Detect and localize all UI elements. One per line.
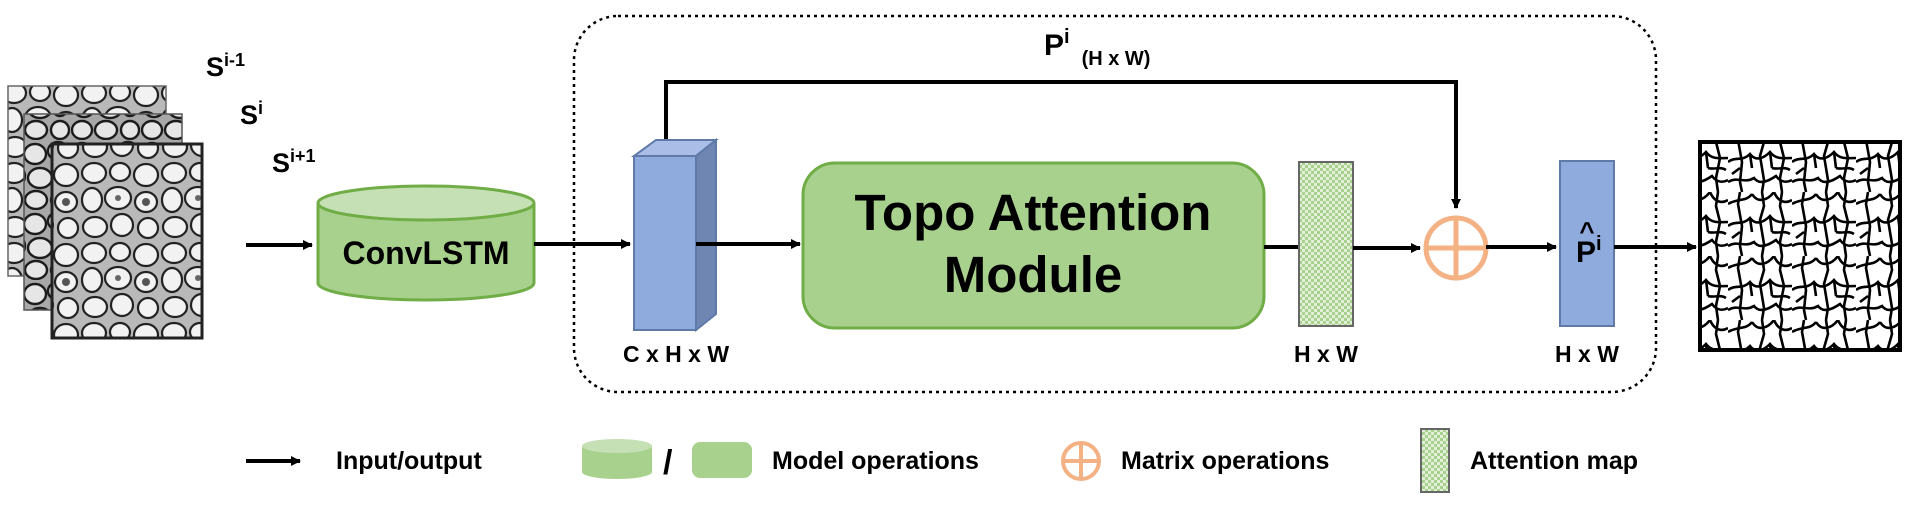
slice-label-next: Si+1 [272,146,316,178]
input-slice-stack [7,85,204,340]
output-block-label: Pi [1576,233,1602,269]
legend-matrix-ops-label: Matrix operations [1121,447,1329,475]
legend-attention-map-icon [1420,428,1450,493]
feature-dims-label: C x H x W [623,341,729,367]
matrix-add-icon [1423,215,1489,281]
legend-cylinder-icon [582,439,652,479]
legend-model-ops-label: Model operations [772,447,979,475]
output-dims-label: H x W [1555,341,1619,367]
slice-image-next [50,142,204,340]
attention-map-block [1298,161,1354,327]
legend-rounded-box-icon [692,442,752,478]
output-hat: ^ [1579,216,1594,246]
module-boundary [572,14,1658,394]
topo-module-label-line2: Module [944,246,1122,303]
skip-label: Pi(H x W) [1044,26,1150,70]
slice-label-current: Si [240,98,263,130]
output-map-block [1559,160,1615,327]
legend-arrow-label: Input/output [336,447,482,475]
slice-label-prev: Si-1 [206,50,245,82]
convlstm-cylinder [316,184,536,302]
skip-connection-arrow [664,80,1461,209]
legend: Input/output / Model operations Matrix o… [246,428,1638,493]
legend-matrix-op-icon [1061,441,1101,481]
segmentation-result-image [1698,140,1902,352]
legend-attention-map-label: Attention map [1470,447,1638,475]
feature-map-block [630,137,719,333]
convlstm-label: ConvLSTM [342,235,509,271]
topo-module-label-line1: Topo Attention [855,184,1212,241]
attention-dims-label: H x W [1294,341,1358,367]
legend-separator: / [663,444,673,482]
